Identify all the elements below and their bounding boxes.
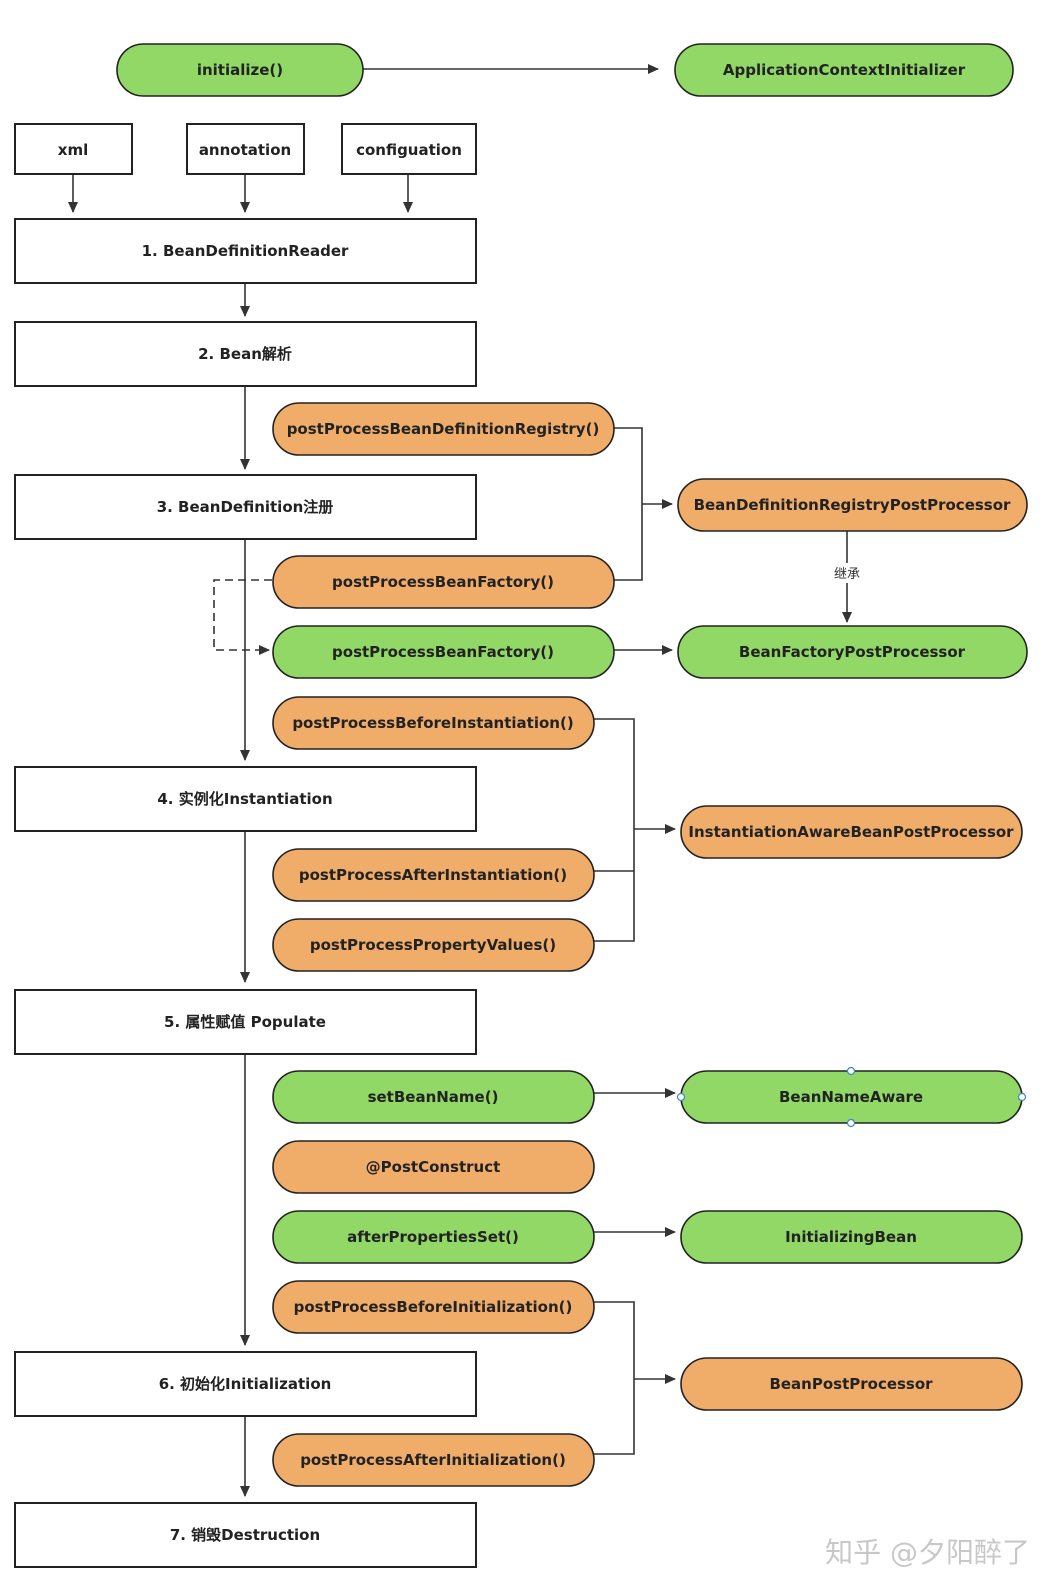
- initializing-bean-label: InitializingBean: [785, 1228, 917, 1246]
- post-construct-label: @PostConstruct: [366, 1158, 501, 1176]
- selection-handle-left: [676, 1092, 686, 1102]
- initialize-label: initialize(): [197, 61, 283, 79]
- node-step4: 4. 实例化Instantiation: [14, 766, 477, 832]
- node-pp-property-values: postProcessPropertyValues(): [272, 918, 595, 972]
- step2-label: 2. Bean解析: [198, 345, 292, 363]
- node-pp-after-instantiation: postProcessAfterInstantiation(): [272, 848, 595, 902]
- edge-iabpp-bracket: [592, 718, 635, 942]
- step3-label: 3. BeanDefinition注册: [157, 498, 334, 516]
- selection-handle-top: [846, 1066, 856, 1076]
- step6-label: 6. 初始化Initialization: [159, 1375, 332, 1393]
- node-pp-before-instantiation: postProcessBeforeInstantiation(): [272, 696, 595, 750]
- pp-before-init-label: postProcessBeforeInitialization(): [294, 1298, 573, 1316]
- pp-after-init-label: postProcessAfterInitialization(): [300, 1451, 566, 1469]
- bpp-label: BeanPostProcessor: [769, 1375, 933, 1393]
- node-post-construct: @PostConstruct: [272, 1140, 595, 1194]
- node-bean-name-aware: BeanNameAware: [676, 1066, 1027, 1128]
- configuation-label: configuation: [356, 141, 462, 159]
- node-initializing-bean: InitializingBean: [680, 1210, 1023, 1264]
- bdrpp-label: BeanDefinitionRegistryPostProcessor: [694, 496, 1011, 514]
- pp-prop-values-label: postProcessPropertyValues(): [310, 936, 556, 954]
- step7-label: 7. 销毁Destruction: [170, 1526, 320, 1544]
- pp-bf-orange-label: postProcessBeanFactory(): [332, 573, 554, 591]
- step4-label: 4. 实例化Instantiation: [157, 790, 332, 808]
- node-configuation: configuation: [341, 123, 477, 175]
- pp-bdr-label: postProcessBeanDefinitionRegistry(): [287, 420, 600, 438]
- node-step6: 6. 初始化Initialization: [14, 1351, 477, 1417]
- node-step3: 3. BeanDefinition注册: [14, 474, 477, 540]
- node-set-bean-name: setBeanName(): [272, 1070, 595, 1124]
- node-application-context-initializer: ApplicationContextInitializer: [674, 43, 1014, 97]
- iabpp-label: InstantiationAwareBeanPostProcessor: [688, 823, 1014, 841]
- edge-bpp-bracket: [592, 1301, 635, 1455]
- edge-label-inherit: 继承: [830, 563, 864, 583]
- watermark: 知乎 @夕阳醉了: [825, 1536, 1030, 1569]
- node-step2: 2. Bean解析: [14, 321, 477, 387]
- node-after-properties-set: afterPropertiesSet(): [272, 1210, 595, 1264]
- annotation-label: annotation: [199, 141, 291, 159]
- node-step7: 7. 销毁Destruction: [14, 1502, 477, 1568]
- app-ctx-init-label: ApplicationContextInitializer: [723, 61, 966, 79]
- set-bean-name-label: setBeanName(): [368, 1088, 499, 1106]
- node-pp-after-initialization: postProcessAfterInitialization(): [272, 1433, 595, 1487]
- node-bean-post-processor: BeanPostProcessor: [680, 1357, 1023, 1411]
- selection-handle-bottom: [846, 1118, 856, 1128]
- selection-handle-right: [1017, 1092, 1027, 1102]
- node-step1: 1. BeanDefinitionReader: [14, 218, 477, 284]
- node-annotation: annotation: [186, 123, 305, 175]
- bfpp-label: BeanFactoryPostProcessor: [739, 643, 966, 661]
- node-xml: xml: [14, 123, 133, 175]
- step1-label: 1. BeanDefinitionReader: [142, 242, 349, 260]
- after-props-set-label: afterPropertiesSet(): [347, 1228, 519, 1246]
- node-pp-before-initialization: postProcessBeforeInitialization(): [272, 1280, 595, 1334]
- step5-label: 5. 属性赋值 Populate: [164, 1013, 326, 1031]
- edge-dashed-loop: [213, 579, 272, 655]
- node-instantiation-aware-bean-post-processor: InstantiationAwareBeanPostProcessor: [680, 805, 1023, 859]
- pp-after-inst-label: postProcessAfterInstantiation(): [299, 866, 567, 884]
- inherit-label: 继承: [834, 567, 860, 582]
- edge-ppbdr-bracket: [613, 427, 643, 581]
- node-initialize: initialize(): [116, 43, 364, 97]
- node-pp-bean-definition-registry: postProcessBeanDefinitionRegistry(): [272, 402, 615, 456]
- pp-bf-green-label: postProcessBeanFactory(): [332, 643, 554, 661]
- node-pp-bean-factory-green: postProcessBeanFactory(): [272, 625, 615, 679]
- xml-label: xml: [58, 141, 88, 159]
- node-pp-bean-factory-orange: postProcessBeanFactory(): [272, 555, 615, 609]
- node-bean-definition-registry-post-processor: BeanDefinitionRegistryPostProcessor: [677, 478, 1028, 532]
- node-step5: 5. 属性赋值 Populate: [14, 989, 477, 1055]
- pp-before-inst-label: postProcessBeforeInstantiation(): [292, 714, 573, 732]
- node-bean-factory-post-processor: BeanFactoryPostProcessor: [677, 625, 1028, 679]
- bean-name-aware-label: BeanNameAware: [779, 1088, 923, 1106]
